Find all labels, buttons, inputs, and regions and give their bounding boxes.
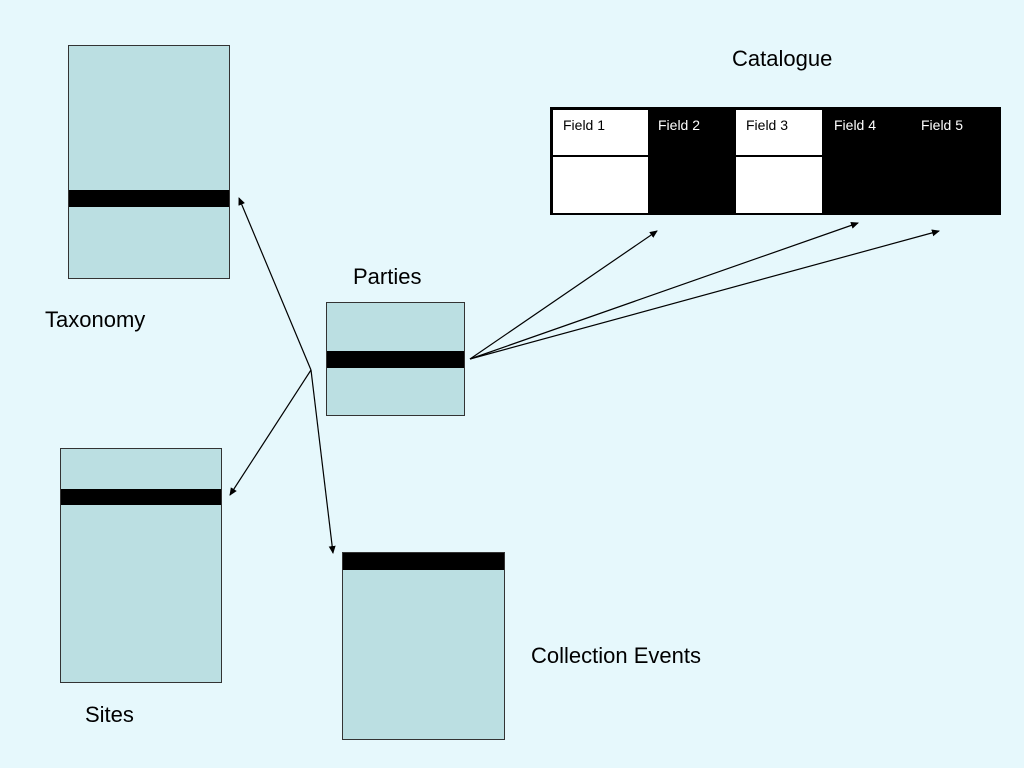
arrow-to-field-4 — [469, 222, 859, 360]
field-1-label: Field 1 — [563, 117, 606, 133]
field-1-divider — [553, 155, 648, 157]
field-2-label: Field 2 — [658, 117, 701, 133]
sites-label: Sites — [85, 702, 134, 727]
arrow-to-sites — [229, 369, 312, 496]
collection-events-key-bar — [343, 553, 504, 570]
collection-events-table — [342, 552, 505, 740]
field-3-divider — [736, 155, 822, 157]
catalogue-table: Field 1 Field 2 Field 3 Field 4 Field 5 — [550, 107, 1001, 215]
field-5-label: Field 5 — [921, 117, 964, 133]
field-1-cell — [553, 110, 649, 213]
field-4-label: Field 4 — [834, 117, 877, 133]
parties-label: Parties — [353, 264, 422, 289]
parties-key-bar — [327, 351, 464, 368]
catalogue-label: Catalogue — [732, 46, 833, 71]
taxonomy-table — [68, 45, 230, 279]
arrow-to-taxonomy — [238, 197, 312, 371]
taxonomy-key-bar — [69, 190, 229, 207]
taxonomy-label: Taxonomy — [45, 307, 146, 332]
arrow-to-collection-events — [310, 369, 336, 554]
sites-table — [60, 448, 222, 683]
field-3-label: Field 3 — [746, 117, 789, 133]
sites-key-bar — [61, 489, 221, 505]
collection-events-label: Collection Events — [531, 643, 701, 668]
arrow-to-field-5 — [469, 229, 940, 360]
field-3-cell — [736, 110, 823, 213]
parties-table — [326, 302, 465, 416]
arrow-to-field-2 — [469, 230, 658, 360]
